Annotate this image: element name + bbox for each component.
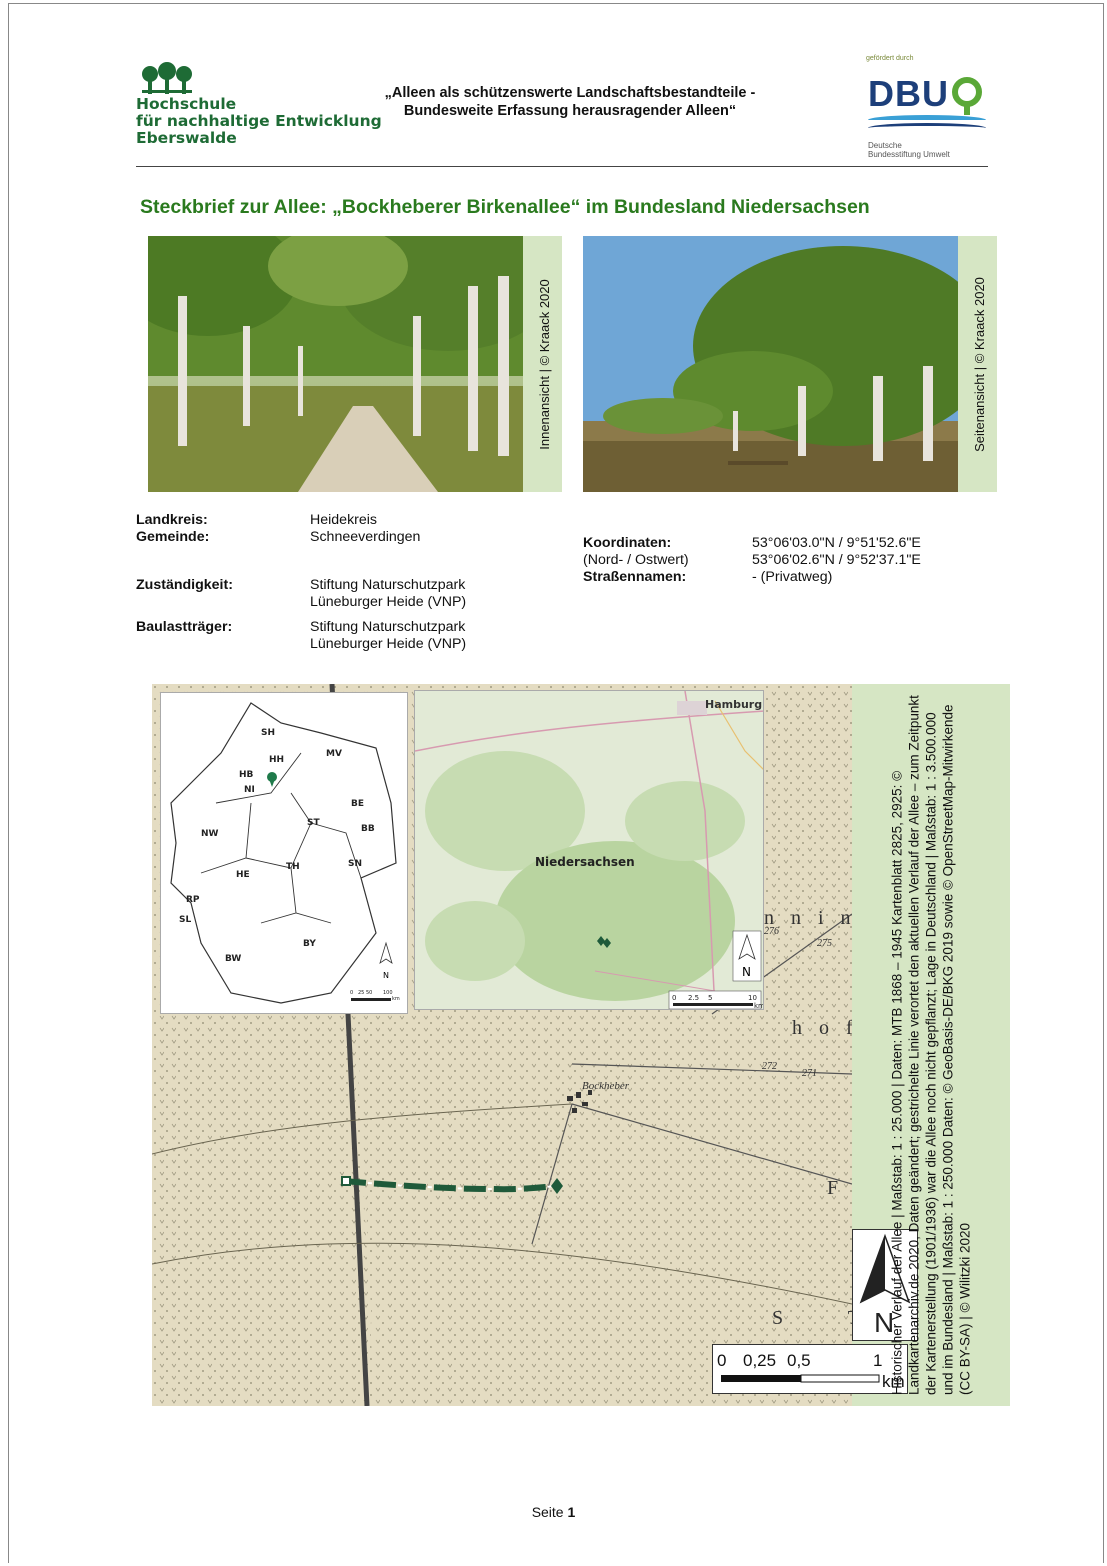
topo-label-276: 276: [764, 926, 779, 937]
dbu-wave-icon: [868, 115, 986, 125]
osm-scale-0: 0: [672, 994, 676, 1002]
osm-label-hamburg: Hamburg: [705, 698, 762, 711]
state-label-sh: SH: [261, 728, 275, 738]
inset-scale-unit: km: [392, 996, 400, 1002]
dbu-subtitle: Deutsche Bundesstiftung Umwelt: [868, 141, 950, 159]
osm-label-niedersachsen: Niedersachsen: [535, 855, 635, 869]
koordinaten-value-1: 53°06'03.0"N / 9°51'52.6"E: [752, 535, 921, 551]
baulasttraeger-label: Baulastträger:: [136, 619, 233, 635]
state-label-ni: NI: [244, 785, 255, 795]
koordinaten-sublabel: (Nord- / Ostwert): [583, 552, 689, 568]
tree-logo-icon: [142, 62, 192, 94]
strassennamen-label: Straßennamen:: [583, 569, 687, 585]
osm-scale-2-5: 2.5: [688, 994, 699, 1002]
map-figure: Bockheber 272 271 275 276 n n i n h o f …: [152, 684, 1010, 1406]
north-arrow-label: N: [874, 1307, 894, 1338]
scale-tick-0-25: 0,25: [743, 1351, 776, 1370]
topo-label-f: F: [827, 1177, 838, 1199]
photo-inner-view: Innenansicht | © Kraack 2020: [148, 236, 562, 492]
koordinaten-value-2: 53°06'02.6"N / 9°52'37.1"E: [752, 552, 921, 568]
dbu-funded-by: gefördert durch: [866, 55, 914, 62]
footer-prefix: Seite: [531, 1504, 568, 1520]
dbu-wordmark: DBU: [868, 73, 949, 114]
page-border: [8, 3, 1104, 1563]
map-caption-text: Historischer Verlauf der Allee | Maßstab…: [889, 695, 973, 1395]
photo-inner-caption-text: Innenansicht | © Kraack 2020: [536, 278, 552, 450]
scale-tick-1: 1: [873, 1351, 882, 1370]
state-label-st: ST: [307, 818, 320, 828]
gemeinde-label: Gemeinde:: [136, 529, 210, 545]
page-footer: Seite 1: [0, 1504, 1107, 1520]
dbu-o-stem: [964, 103, 970, 115]
state-label-sn: SN: [348, 859, 362, 869]
scale-tick-0: 0: [717, 1351, 726, 1370]
project-title-line-2: Bundesweite Erfassung herausragender All…: [403, 103, 737, 119]
page-number: 1: [567, 1504, 576, 1520]
zustaendigkeit-label: Zuständigkeit:: [136, 577, 233, 593]
photo-inner-image: [148, 236, 523, 492]
topo-label-271: 271: [802, 1068, 817, 1079]
state-label-sl: SL: [179, 915, 191, 925]
dbu-sub-1: Deutsche: [868, 141, 902, 150]
dbu-wave-icon-2: [868, 123, 986, 133]
logo-line-1: Hochschule: [136, 95, 237, 113]
project-title: „Alleen als schützenswerte Landschaftsbe…: [360, 84, 780, 120]
state-label-mv: MV: [326, 749, 342, 759]
osm-inset-map: Hamburg Niedersachsen N 0 2.5 5 10 km: [414, 690, 764, 1010]
inset-scale-100: 100: [383, 990, 393, 996]
page-title: Steckbrief zur Allee: „Bockheberer Birke…: [140, 196, 870, 218]
inset-scale-0: 0: [350, 990, 353, 996]
photo-side-view: Seitenansicht | © Kraack 2020: [583, 236, 997, 492]
inset-scale-25: 25: [358, 990, 364, 996]
osm-north-label: N: [742, 965, 751, 979]
topo-label-275: 275: [817, 938, 832, 949]
logo-line-3: Eberswalde: [136, 129, 237, 147]
state-label-by: BY: [303, 939, 316, 949]
topo-label-nnin: n n i n: [764, 907, 852, 929]
scale-bar: 0 0,25 0,5 1 km: [712, 1344, 908, 1394]
photo-side-caption-text: Seitenansicht | © Kraack 2020: [971, 276, 987, 452]
state-label-nw: NW: [201, 829, 219, 839]
state-label-hh: HH: [269, 755, 284, 765]
dbu-logo: gefördert durch DBU Deutsche Bundesstift…: [866, 55, 991, 165]
topo-label-hof: h o f: [792, 1017, 852, 1039]
osm-scale-unit: km: [754, 1002, 764, 1010]
state-label-th: TH: [286, 862, 300, 872]
project-title-line-1: „Alleen als schützenswerte Landschaftsbe…: [384, 85, 756, 101]
state-label-rp: RP: [186, 895, 200, 905]
koordinaten-label: Koordinaten:: [583, 535, 672, 551]
inset-north-label: N: [383, 971, 389, 980]
osm-scale-5: 5: [708, 994, 712, 1002]
state-label-be: BE: [351, 799, 364, 809]
topo-label-st: S T: [772, 1307, 852, 1329]
photo-inner-caption: Innenansicht | © Kraack 2020: [526, 236, 562, 492]
north-arrow: N: [852, 1229, 918, 1341]
gemeinde-value: Schneeverdingen: [310, 529, 421, 545]
landkreis-value: Heidekreis: [310, 512, 378, 528]
germany-inset-map: SH HH MV HB NI BE NW ST BB HE TH SN RP S…: [160, 692, 408, 1014]
inset-scale-50: 50: [366, 990, 372, 996]
scale-tick-0-5: 0,5: [787, 1351, 811, 1370]
photo-side-caption: Seitenansicht | © Kraack 2020: [961, 236, 997, 492]
header-divider: [136, 166, 988, 167]
osm-scale-10: 10: [748, 994, 757, 1002]
state-label-he: HE: [236, 870, 250, 880]
map-caption: Historischer Verlauf der Allee | Maßstab…: [852, 684, 1010, 1406]
zustaendigkeit-value-2: Lüneburger Heide (VNP): [310, 594, 467, 610]
state-label-hb: HB: [239, 770, 254, 780]
baulasttraeger-value-1: Stiftung Naturschutzpark: [310, 619, 466, 635]
strassennamen-value: - (Privatweg): [752, 569, 833, 585]
baulasttraeger-value-2: Lüneburger Heide (VNP): [310, 636, 467, 652]
zustaendigkeit-value-1: Stiftung Naturschutzpark: [310, 577, 466, 593]
topo-label-272: 272: [762, 1061, 777, 1072]
dbu-sub-2: Bundesstiftung Umwelt: [868, 150, 950, 159]
scale-unit: km: [882, 1372, 905, 1391]
state-label-bb: BB: [361, 824, 375, 834]
topo-label-bockheber: Bockheber: [582, 1080, 630, 1092]
hnee-logo: Hochschule für nachhaltige Entwicklung E…: [136, 62, 396, 147]
logo-line-2: für nachhaltige Entwicklung: [136, 112, 382, 130]
landkreis-label: Landkreis:: [136, 512, 208, 528]
photo-side-image: [583, 236, 958, 492]
state-label-bw: BW: [225, 954, 241, 964]
